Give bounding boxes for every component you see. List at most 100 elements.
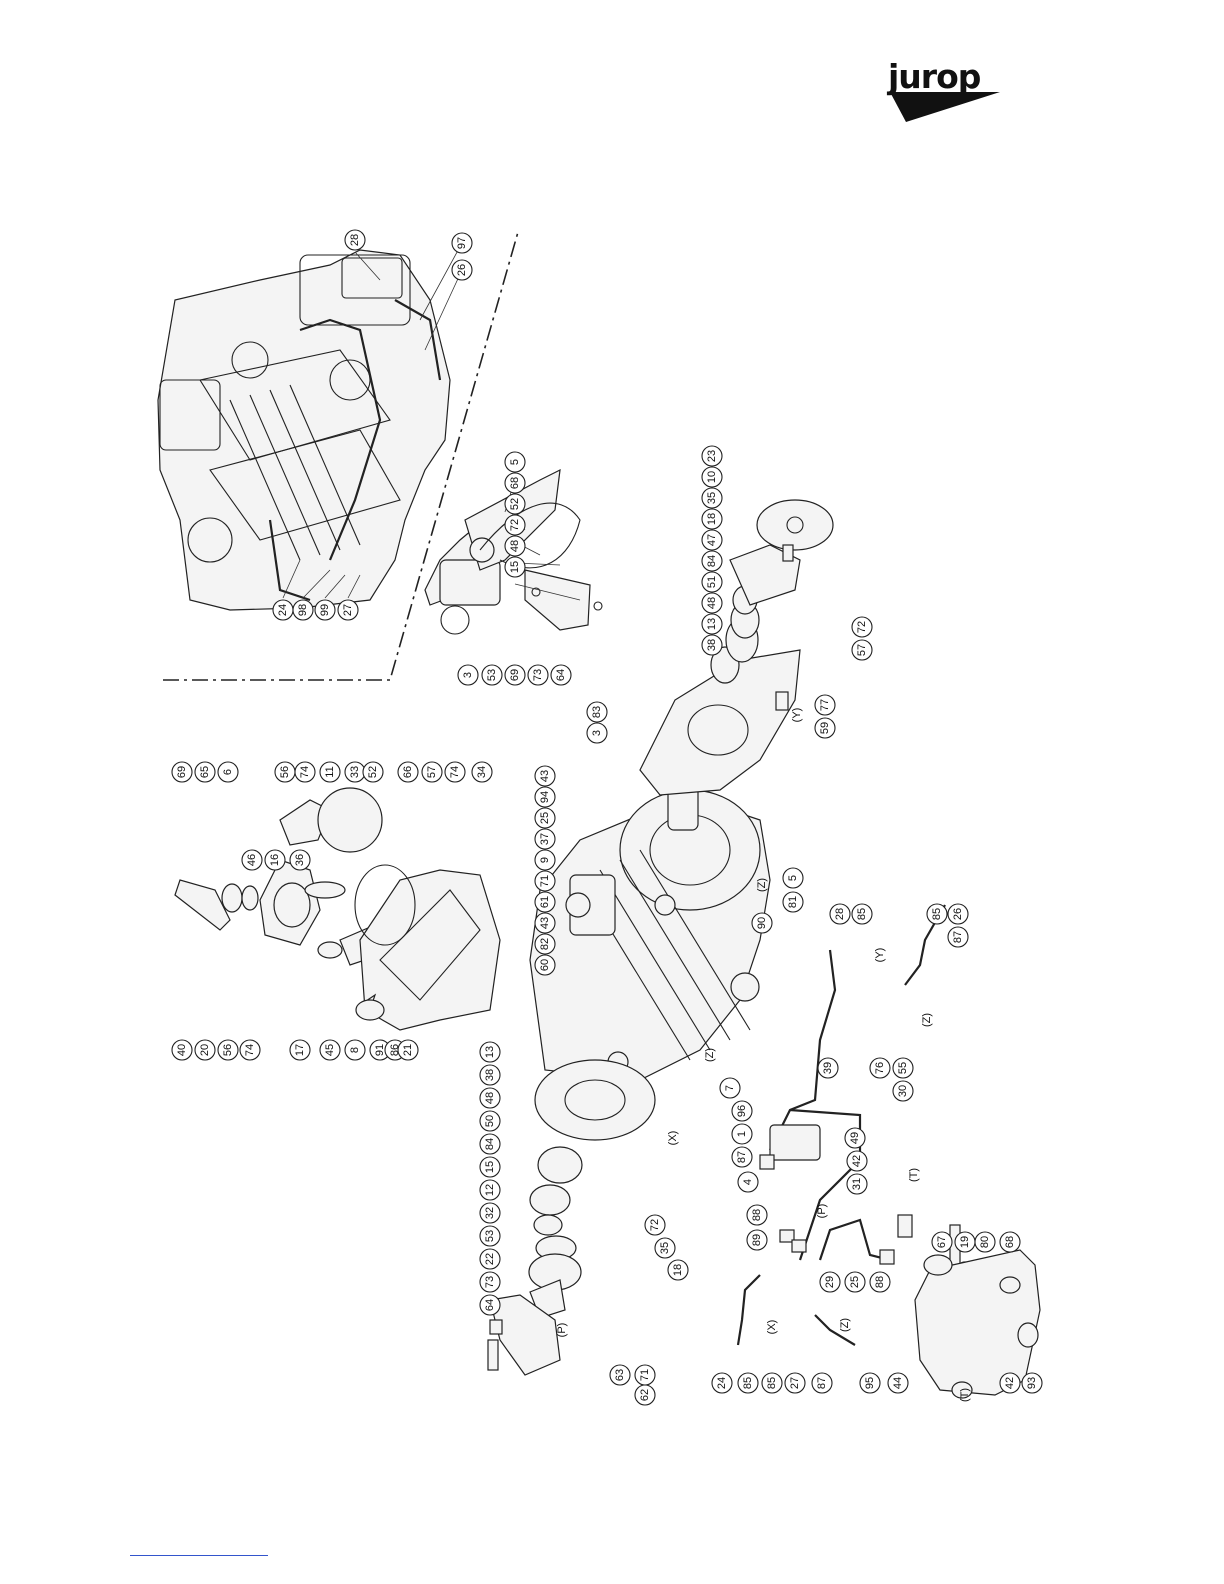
balloon-circle: [534, 786, 556, 808]
balloon-circle: [701, 634, 723, 656]
balloon-circle: [859, 1372, 881, 1394]
part-balloon: 87: [947, 926, 969, 948]
balloon-circle: [701, 529, 723, 551]
part-number: 62: [639, 1389, 651, 1401]
balloon-circle: [534, 912, 556, 934]
part-balloon: 72: [851, 616, 873, 638]
part-balloon: 99: [314, 599, 336, 621]
part-number: 42: [851, 1155, 863, 1167]
part-number: 65: [199, 766, 211, 778]
part-number: 21: [402, 1044, 414, 1056]
balloon-circle: [846, 1173, 868, 1195]
part-number: 26: [952, 908, 964, 920]
balloon-circle: [746, 1204, 768, 1226]
part-balloon: 81: [782, 891, 804, 913]
balloon-circle: [471, 761, 493, 783]
part-balloon: 82: [534, 933, 556, 955]
footer-link-underline: [130, 1555, 268, 1556]
part-balloon: 16: [264, 849, 286, 871]
part-balloon: 44: [887, 1372, 909, 1394]
balloon-circle: [701, 508, 723, 530]
balloon-circle: [479, 1110, 501, 1132]
part-balloon: 48: [701, 592, 723, 614]
balloon-circle: [609, 1364, 631, 1386]
balloon-circle: [319, 1039, 341, 1061]
part-balloon: 88: [869, 1271, 891, 1293]
valve-group-drawing: [174, 787, 501, 1031]
balloon-circle: [711, 1372, 733, 1394]
balloon-circle: [344, 229, 366, 251]
balloon-circle: [701, 445, 723, 467]
part-balloon: 53: [479, 1225, 501, 1247]
balloon-circle: [534, 870, 556, 892]
balloon-circle: [344, 1039, 366, 1061]
part-number: 26: [456, 264, 468, 276]
part-number: 25: [849, 1276, 861, 1288]
part-number: 55: [897, 1062, 909, 1074]
balloon-circle: [869, 1271, 891, 1293]
part-number: 24: [716, 1377, 728, 1389]
part-number: 80: [979, 1236, 991, 1248]
part-balloon: 87: [811, 1372, 833, 1394]
port-label: (Y): [791, 708, 803, 723]
balloon-circle: [194, 761, 216, 783]
part-number: 52: [367, 766, 379, 778]
part-number: 72: [649, 1219, 661, 1231]
part-number: 93: [1026, 1377, 1038, 1389]
part-number: 11: [324, 766, 336, 777]
balloon-circle: [217, 1039, 239, 1061]
part-number: 44: [892, 1377, 904, 1389]
part-balloon: 42: [999, 1372, 1021, 1394]
part-balloon: 8: [344, 1039, 366, 1061]
part-balloon: 33: [344, 761, 366, 783]
part-balloon: 73: [527, 664, 549, 686]
part-balloon: 66: [397, 761, 419, 783]
part-balloon: 93: [1021, 1372, 1043, 1394]
part-number: 87: [952, 931, 964, 943]
part-balloon: 53: [481, 664, 503, 686]
balloon-circle: [819, 1271, 841, 1293]
balloon-circle: [504, 556, 526, 578]
part-number: 18: [706, 513, 718, 525]
part-number: 39: [822, 1062, 834, 1074]
part-balloon: 17: [289, 1039, 311, 1061]
balloon-circle: [814, 694, 836, 716]
lubrication-system-drawing: [736, 904, 1041, 1399]
part-balloon: 98: [292, 599, 314, 621]
balloon-circle: [171, 1039, 193, 1061]
part-number: 49: [849, 1132, 861, 1144]
part-number: 88: [874, 1276, 886, 1288]
part-number: 99: [319, 604, 331, 616]
balloon-circle: [851, 639, 873, 661]
logo-text: jurop: [888, 57, 981, 96]
balloon-circle: [701, 550, 723, 572]
port-label: (P): [556, 1323, 568, 1338]
part-number: 19: [959, 1236, 971, 1248]
part-balloon: 19: [954, 1231, 976, 1253]
part-balloon: 46: [241, 849, 263, 871]
part-balloon: 26: [451, 259, 473, 281]
balloon-circle: [504, 493, 526, 515]
balloon-circle: [719, 1077, 741, 1099]
part-balloon: 42: [846, 1150, 868, 1172]
part-number: 25: [539, 812, 551, 824]
balloon-circle: [481, 664, 503, 686]
part-number: 68: [1004, 1236, 1016, 1248]
section-divider-line: [163, 231, 519, 681]
part-balloon: 32: [479, 1202, 501, 1224]
balloon-circle: [319, 761, 341, 783]
part-balloon: 97: [451, 232, 473, 254]
part-balloon: 24: [272, 599, 294, 621]
part-balloon: 62: [634, 1384, 656, 1406]
part-number: 29: [824, 1276, 836, 1288]
balloon-circle: [731, 1146, 753, 1168]
part-balloon: 84: [701, 550, 723, 572]
part-number: 94: [539, 791, 551, 803]
part-number: 88: [751, 1209, 763, 1221]
port-label: (Z): [704, 1048, 716, 1062]
part-number: 69: [509, 669, 521, 681]
part-number: 3: [591, 730, 603, 736]
part-number: 1: [736, 1131, 748, 1137]
part-number: 77: [819, 699, 831, 711]
part-balloon: 13: [701, 613, 723, 635]
